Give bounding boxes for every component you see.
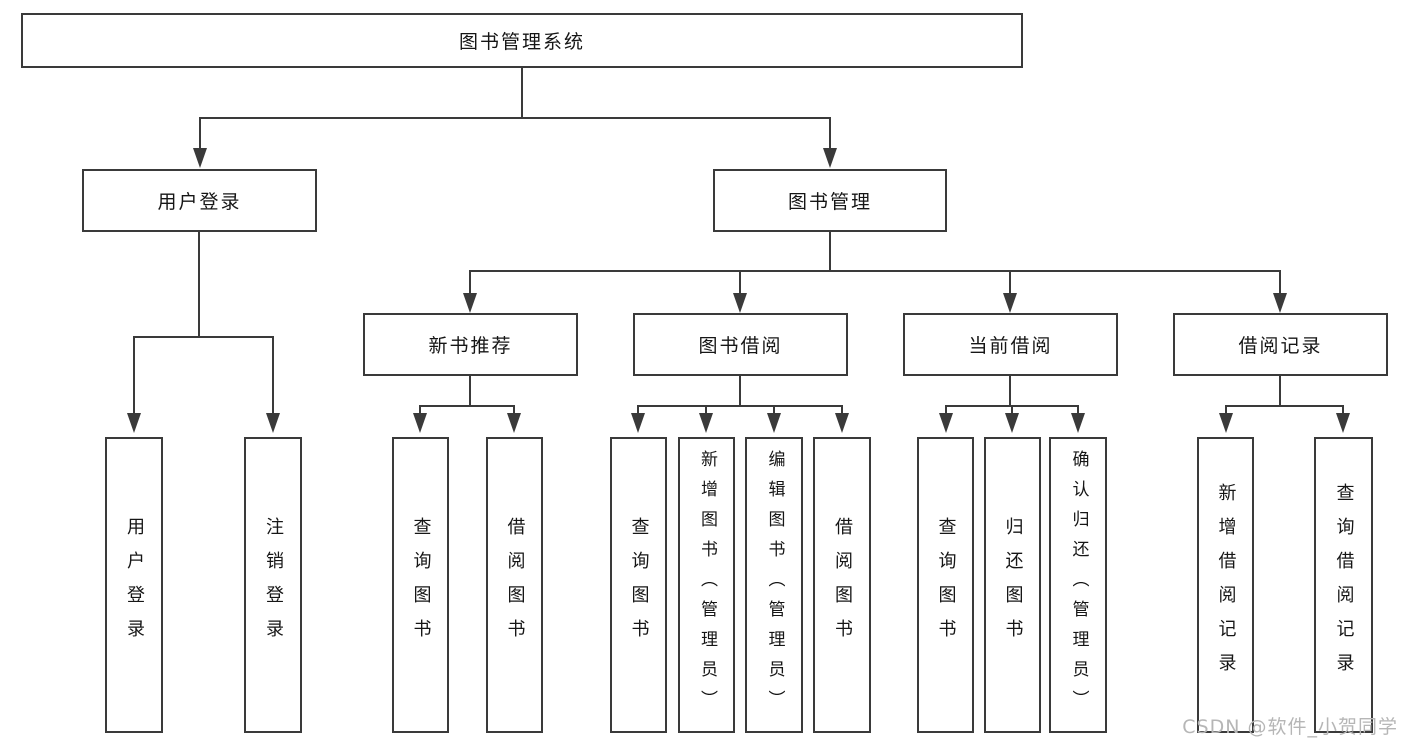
connector-line [1009,376,1011,405]
node-label: 查询借阅记录 [1333,483,1355,687]
connector-line [199,117,831,119]
node-label: 归还图书 [1002,517,1024,653]
arrow-down-icon [1003,293,1017,313]
leaf-query-book-borrowing: 查询图书 [610,437,667,733]
leaf-query-borrow-record: 查询借阅记录 [1314,437,1373,733]
node-label: 新增图书（管理员） [697,450,717,720]
arrow-down-icon [939,413,953,433]
connector-line [272,336,274,413]
arrow-down-icon [733,293,747,313]
connector-line [705,405,707,413]
connector-line [1077,405,1079,413]
connector-line [1279,270,1281,293]
connector-line [419,405,515,407]
node-label: 图书管理 [787,191,872,213]
connector-line [1011,405,1013,413]
arrow-down-icon [1071,413,1085,433]
connector-line [739,270,741,293]
node-borrow-records: 借阅记录 [1173,313,1388,376]
connector-line [829,232,831,270]
node-book-borrowing: 图书借阅 [633,313,848,376]
node-label: 注销登录 [263,517,284,653]
connector-line [521,68,523,117]
node-label: 查询图书 [628,517,650,653]
node-label: 借阅记录 [1238,335,1323,357]
node-label: 编辑图书（管理员） [764,450,785,720]
connector-line [1009,270,1011,293]
connector-line [133,336,274,338]
leaf-logout: 注销登录 [244,437,302,733]
connector-line [513,405,515,413]
csdn-watermark: CSDN @软件_小贺同学 [1182,716,1398,738]
arrow-down-icon [266,413,280,433]
node-new-book-recommend: 新书推荐 [363,313,578,376]
connector-line [1279,376,1281,405]
arrow-down-icon [1219,413,1233,433]
arrow-down-icon [1005,413,1019,433]
leaf-user-login: 用户登录 [105,437,163,733]
connector-line [198,232,200,336]
connector-line [1225,405,1227,413]
node-current-borrowing: 当前借阅 [903,313,1118,376]
leaf-add-borrow-record: 新增借阅记录 [1197,437,1254,733]
node-book-management: 图书管理 [713,169,947,232]
connector-line [773,405,775,413]
connector-line [469,270,1281,272]
node-label: 图书管理系统 [458,31,585,53]
node-label: 当前借阅 [968,335,1053,357]
node-label: 查询图书 [410,517,432,653]
leaf-query-book-recommend: 查询图书 [392,437,449,733]
connector-line [469,376,471,405]
connector-line [841,405,843,413]
arrow-down-icon [631,413,645,433]
arrow-down-icon [127,413,141,433]
arrow-down-icon [1273,293,1287,313]
node-label: 借阅图书 [832,517,853,653]
connector-line [419,405,421,413]
connector-line [469,270,471,293]
arrow-down-icon [767,413,781,433]
node-label: 新增借阅记录 [1215,483,1237,687]
leaf-borrow-book: 借阅图书 [813,437,871,733]
arrow-down-icon [413,413,427,433]
leaf-add-book-admin: 新增图书（管理员） [678,437,735,733]
connector-line [739,376,741,405]
node-label: 查询图书 [935,517,957,653]
connector-line [133,336,135,413]
arrow-down-icon [193,148,207,168]
node-label: 用户登录 [124,517,145,653]
node-label: 借阅图书 [504,517,526,653]
arrow-down-icon [1336,413,1350,433]
leaf-confirm-return-admin: 确认归还（管理员） [1049,437,1107,733]
node-label: 确认归还（管理员） [1068,450,1089,720]
leaf-query-book-current: 查询图书 [917,437,974,733]
connector-line [637,405,639,413]
node-label: 新书推荐 [428,335,513,357]
connector-line [1342,405,1344,413]
connector-line [829,117,831,150]
arrow-down-icon [507,413,521,433]
leaf-return-book: 归还图书 [984,437,1041,733]
leaf-borrow-book-recommend: 借阅图书 [486,437,543,733]
connector-line [199,117,201,150]
arrow-down-icon [699,413,713,433]
arrow-down-icon [835,413,849,433]
node-label: 图书借阅 [698,335,783,357]
node-label: 用户登录 [157,191,242,213]
arrow-down-icon [823,148,837,168]
node-user-login: 用户登录 [82,169,317,232]
arrow-down-icon [463,293,477,313]
connector-line [637,405,843,407]
node-library-system: 图书管理系统 [21,13,1023,68]
connector-line [945,405,947,413]
leaf-edit-book-admin: 编辑图书（管理员） [745,437,803,733]
connector-line [1225,405,1344,407]
